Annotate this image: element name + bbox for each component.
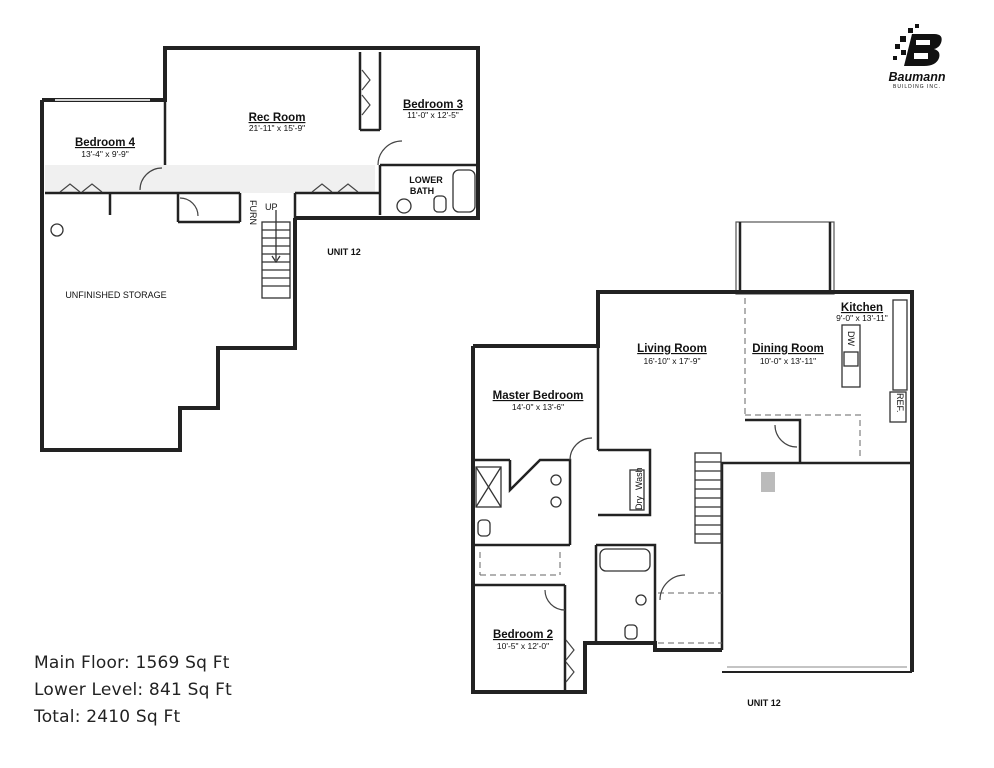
main-unit-label: UNIT 12 bbox=[747, 698, 781, 708]
refrigerator-label: REF. bbox=[895, 393, 905, 413]
main-stairs bbox=[694, 452, 722, 544]
bedroom3-label: Bedroom 3 bbox=[403, 99, 463, 111]
sink bbox=[550, 496, 562, 508]
closet-door bbox=[311, 183, 333, 193]
deck bbox=[735, 221, 835, 295]
bathtub bbox=[452, 169, 476, 213]
lower-storage-wall bbox=[40, 100, 297, 452]
unfinished-storage-label: UNFINISHED STORAGE bbox=[65, 290, 166, 300]
lower-level-sqft: Lower Level: 841 Sq Ft bbox=[34, 680, 233, 700]
dining-room-label: Dining Room bbox=[752, 343, 824, 355]
sink bbox=[635, 594, 647, 606]
living-room-label: Living Room bbox=[637, 343, 707, 355]
kitchen-dims: 9'-0" x 13'-11" bbox=[836, 313, 888, 323]
closet-door bbox=[565, 661, 575, 683]
closet-door bbox=[361, 69, 371, 91]
floor-drain bbox=[50, 223, 64, 237]
brand-name: Baumann bbox=[888, 70, 946, 84]
door-swing bbox=[377, 140, 403, 166]
entry-wall bbox=[745, 418, 802, 463]
master-bedroom-dims: 14'-0" x 13'-6" bbox=[512, 402, 564, 412]
total-sqft: Total: 2410 Sq Ft bbox=[34, 707, 181, 727]
baumann-logo-icon bbox=[893, 24, 942, 66]
closet-door bbox=[565, 639, 575, 661]
sink bbox=[550, 474, 562, 486]
shower bbox=[475, 466, 502, 508]
washer-label: Wash bbox=[634, 467, 644, 490]
sink bbox=[396, 198, 412, 214]
lower-bath-label-2: BATH bbox=[410, 186, 434, 196]
laundry-wall bbox=[598, 448, 652, 517]
dryer-label: Dry bbox=[634, 496, 644, 510]
lower-unit-label: UNIT 12 bbox=[327, 247, 361, 257]
lower-level-plan bbox=[40, 46, 480, 452]
master-bedroom-label: Master Bedroom bbox=[493, 390, 584, 402]
main-exterior-wall bbox=[473, 290, 914, 672]
living-room-dims: 16'-10" x 17'-9" bbox=[643, 356, 700, 366]
closet-door bbox=[59, 183, 81, 193]
stairs-up-label: UP bbox=[265, 202, 278, 212]
door-swing bbox=[179, 197, 199, 217]
toilet bbox=[624, 624, 638, 640]
door-swing bbox=[569, 437, 593, 461]
furnace-label: FURN bbox=[248, 200, 258, 225]
kitchen-island bbox=[841, 324, 861, 388]
shower-x bbox=[475, 466, 502, 508]
garage-wall bbox=[720, 461, 912, 650]
brand-subtitle: BUILDING INC. bbox=[892, 84, 941, 90]
bedroom4-dims: 13'-4" x 9'-9" bbox=[81, 149, 129, 159]
washer-dryer bbox=[629, 469, 645, 511]
kitchen-counter bbox=[892, 299, 908, 391]
toilet bbox=[433, 195, 447, 213]
dining-room-dims: 10'-0" x 13'-11" bbox=[760, 356, 816, 366]
lower-stairs bbox=[261, 210, 291, 299]
door-swing bbox=[139, 167, 163, 191]
closet-door bbox=[81, 183, 103, 193]
bedroom2-label: Bedroom 2 bbox=[493, 629, 553, 641]
kitchen-label: Kitchen bbox=[841, 302, 883, 314]
rec-room-label: Rec Room bbox=[249, 112, 306, 124]
toilet bbox=[477, 519, 491, 537]
hall-bath-wall bbox=[596, 543, 657, 643]
island-sink bbox=[843, 351, 859, 367]
bedroom2-dims: 10'-5" x 12'-0" bbox=[497, 641, 549, 651]
lower-hallway bbox=[45, 165, 375, 193]
bathtub bbox=[599, 548, 651, 572]
door-swing bbox=[544, 589, 566, 611]
main-exterior-wall-bottom bbox=[471, 346, 722, 694]
garage-post bbox=[761, 472, 775, 492]
dishwasher-label: DW bbox=[846, 331, 856, 346]
wall bbox=[508, 458, 572, 545]
closet-door bbox=[361, 94, 371, 116]
bedroom3-dims: 11'-0" x 12'-5" bbox=[407, 110, 459, 120]
refrigerator bbox=[889, 391, 907, 423]
door-swing bbox=[659, 574, 686, 601]
door-swing bbox=[774, 424, 798, 448]
main-floor-plan bbox=[471, 221, 914, 694]
rec-room-dims: 21'-11" x 15'-9" bbox=[249, 123, 305, 133]
bedroom4-label: Bedroom 4 bbox=[75, 137, 136, 149]
lower-bath-label-1: LOWER bbox=[409, 175, 443, 185]
closet-door bbox=[337, 183, 359, 193]
main-floor-sqft: Main Floor: 1569 Sq Ft bbox=[34, 653, 230, 673]
